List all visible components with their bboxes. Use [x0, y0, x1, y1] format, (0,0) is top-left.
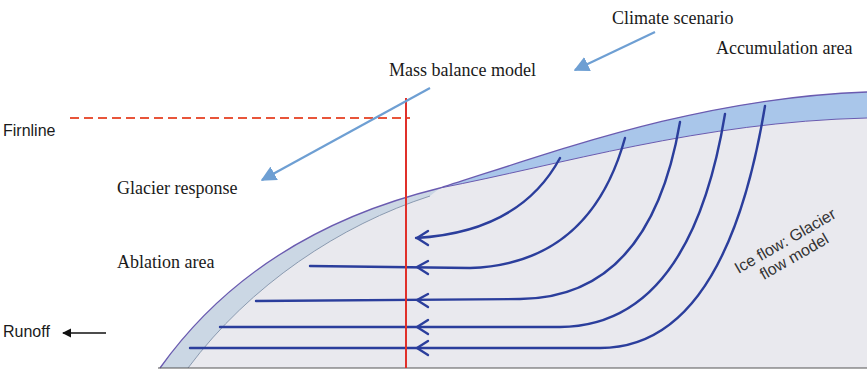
runoff-label: Runoff [3, 323, 50, 341]
snow-boundary [440, 118, 867, 188]
climate-label: Climate scenario [612, 8, 733, 29]
area-label: Ablation area [117, 252, 214, 273]
accumulation-layer [440, 92, 867, 188]
glacier-bed [158, 367, 867, 368]
ablation-layer [160, 188, 440, 368]
glacier-body [160, 92, 867, 368]
scenario-arrow [575, 32, 655, 70]
glacier-surface [160, 92, 867, 368]
firnline-label: Firnline [3, 122, 55, 140]
ablation-boundary [188, 196, 430, 368]
firnline-dashed [70, 117, 410, 119]
runoff-arrow [63, 332, 106, 333]
model-arrow [262, 88, 430, 180]
flow-lines [190, 106, 765, 348]
flow-arrowheads [417, 231, 428, 355]
model-label: Mass balance model [389, 60, 536, 81]
area-label: Accumulation area [716, 38, 852, 59]
response-label: Glacier response [117, 178, 237, 199]
reference-line [405, 98, 407, 368]
